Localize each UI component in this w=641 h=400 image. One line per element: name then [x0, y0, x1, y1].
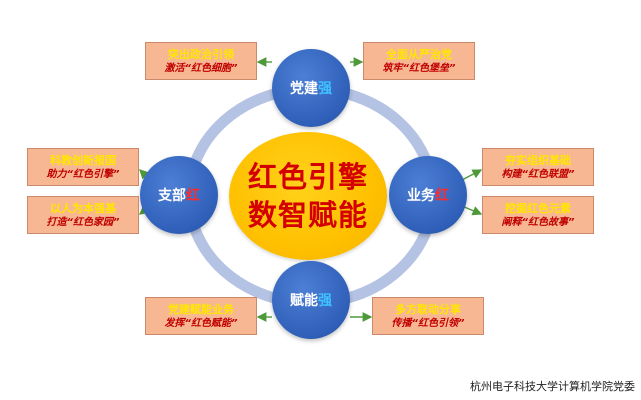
callout-left-2-subtitle: 打造“红色家园” — [46, 216, 120, 228]
node-left-main: 支部 — [158, 188, 186, 204]
callout-top-right-title: 全面从严治党 — [386, 47, 452, 61]
node-branch: 支部红 — [140, 156, 218, 234]
callout-bottom-right-subtitle: 传播“红色引领” — [391, 317, 465, 329]
callout-top-left: 突出政治引领 激活“红色细胞” — [145, 42, 257, 80]
callout-left-2: 以人为本强基 打造“红色家园” — [27, 196, 139, 234]
callout-right-2-subtitle: 阐释“红色故事” — [501, 216, 575, 228]
node-left-accent: 红 — [186, 188, 200, 204]
node-party-building: 党建强 — [272, 49, 350, 127]
callout-bottom-right-title: 多方联动分享 — [395, 302, 461, 316]
node-top-accent: 强 — [318, 81, 332, 97]
callout-right-1-subtitle: 构建“红色联盟” — [501, 168, 575, 180]
node-right-main: 业务 — [407, 188, 435, 204]
center-title-line1: 红色引擎 — [247, 160, 368, 194]
callout-bottom-right: 多方联动分享 传播“红色引领” — [372, 297, 484, 335]
arrow-to-right-2 — [461, 205, 483, 216]
node-empowerment: 赋能强 — [272, 261, 350, 339]
callout-top-left-subtitle: 激活“红色细胞” — [164, 62, 238, 74]
watermark-text: 杭州电子科技大学计算机学院党委 — [470, 380, 635, 393]
node-business: 业务红 — [389, 156, 467, 234]
callout-bottom-left-subtitle: 发挥“红色赋能” — [164, 317, 238, 329]
callout-left-1-title: 科教创新报国 — [50, 153, 116, 167]
callout-bottom-left-title: 党建赋能业务 — [168, 302, 234, 316]
callout-left-1-subtitle: 助力“红色引擎” — [46, 168, 120, 180]
node-top-main: 党建 — [290, 81, 318, 97]
callout-left-2-title: 以人为本强基 — [50, 201, 116, 215]
callout-top-right-subtitle: 筑牢“红色堡垒” — [382, 62, 456, 74]
callout-right-1-title: 夯实组织基础 — [505, 153, 571, 167]
callout-right-1: 夯实组织基础 构建“红色联盟” — [482, 148, 594, 186]
callout-top-right: 全面从严治党 筑牢“红色堡垒” — [363, 42, 475, 80]
callout-top-left-title: 突出政治引领 — [168, 47, 234, 61]
center-ellipse: 红色引擎 数智赋能 — [229, 132, 387, 260]
node-bottom-main: 赋能 — [290, 293, 318, 309]
node-right-accent: 红 — [435, 188, 449, 204]
callout-bottom-left: 党建赋能业务 发挥“红色赋能” — [145, 297, 257, 335]
node-bottom-accent: 强 — [318, 293, 332, 309]
center-title-line2: 数智赋能 — [247, 198, 368, 232]
arrow-to-right-1 — [461, 169, 483, 181]
callout-right-2: 挖掘红色元素 阐释“红色故事” — [482, 196, 594, 234]
callout-left-1: 科教创新报国 助力“红色引擎” — [27, 148, 139, 186]
callout-right-2-title: 挖掘红色元素 — [505, 201, 571, 215]
